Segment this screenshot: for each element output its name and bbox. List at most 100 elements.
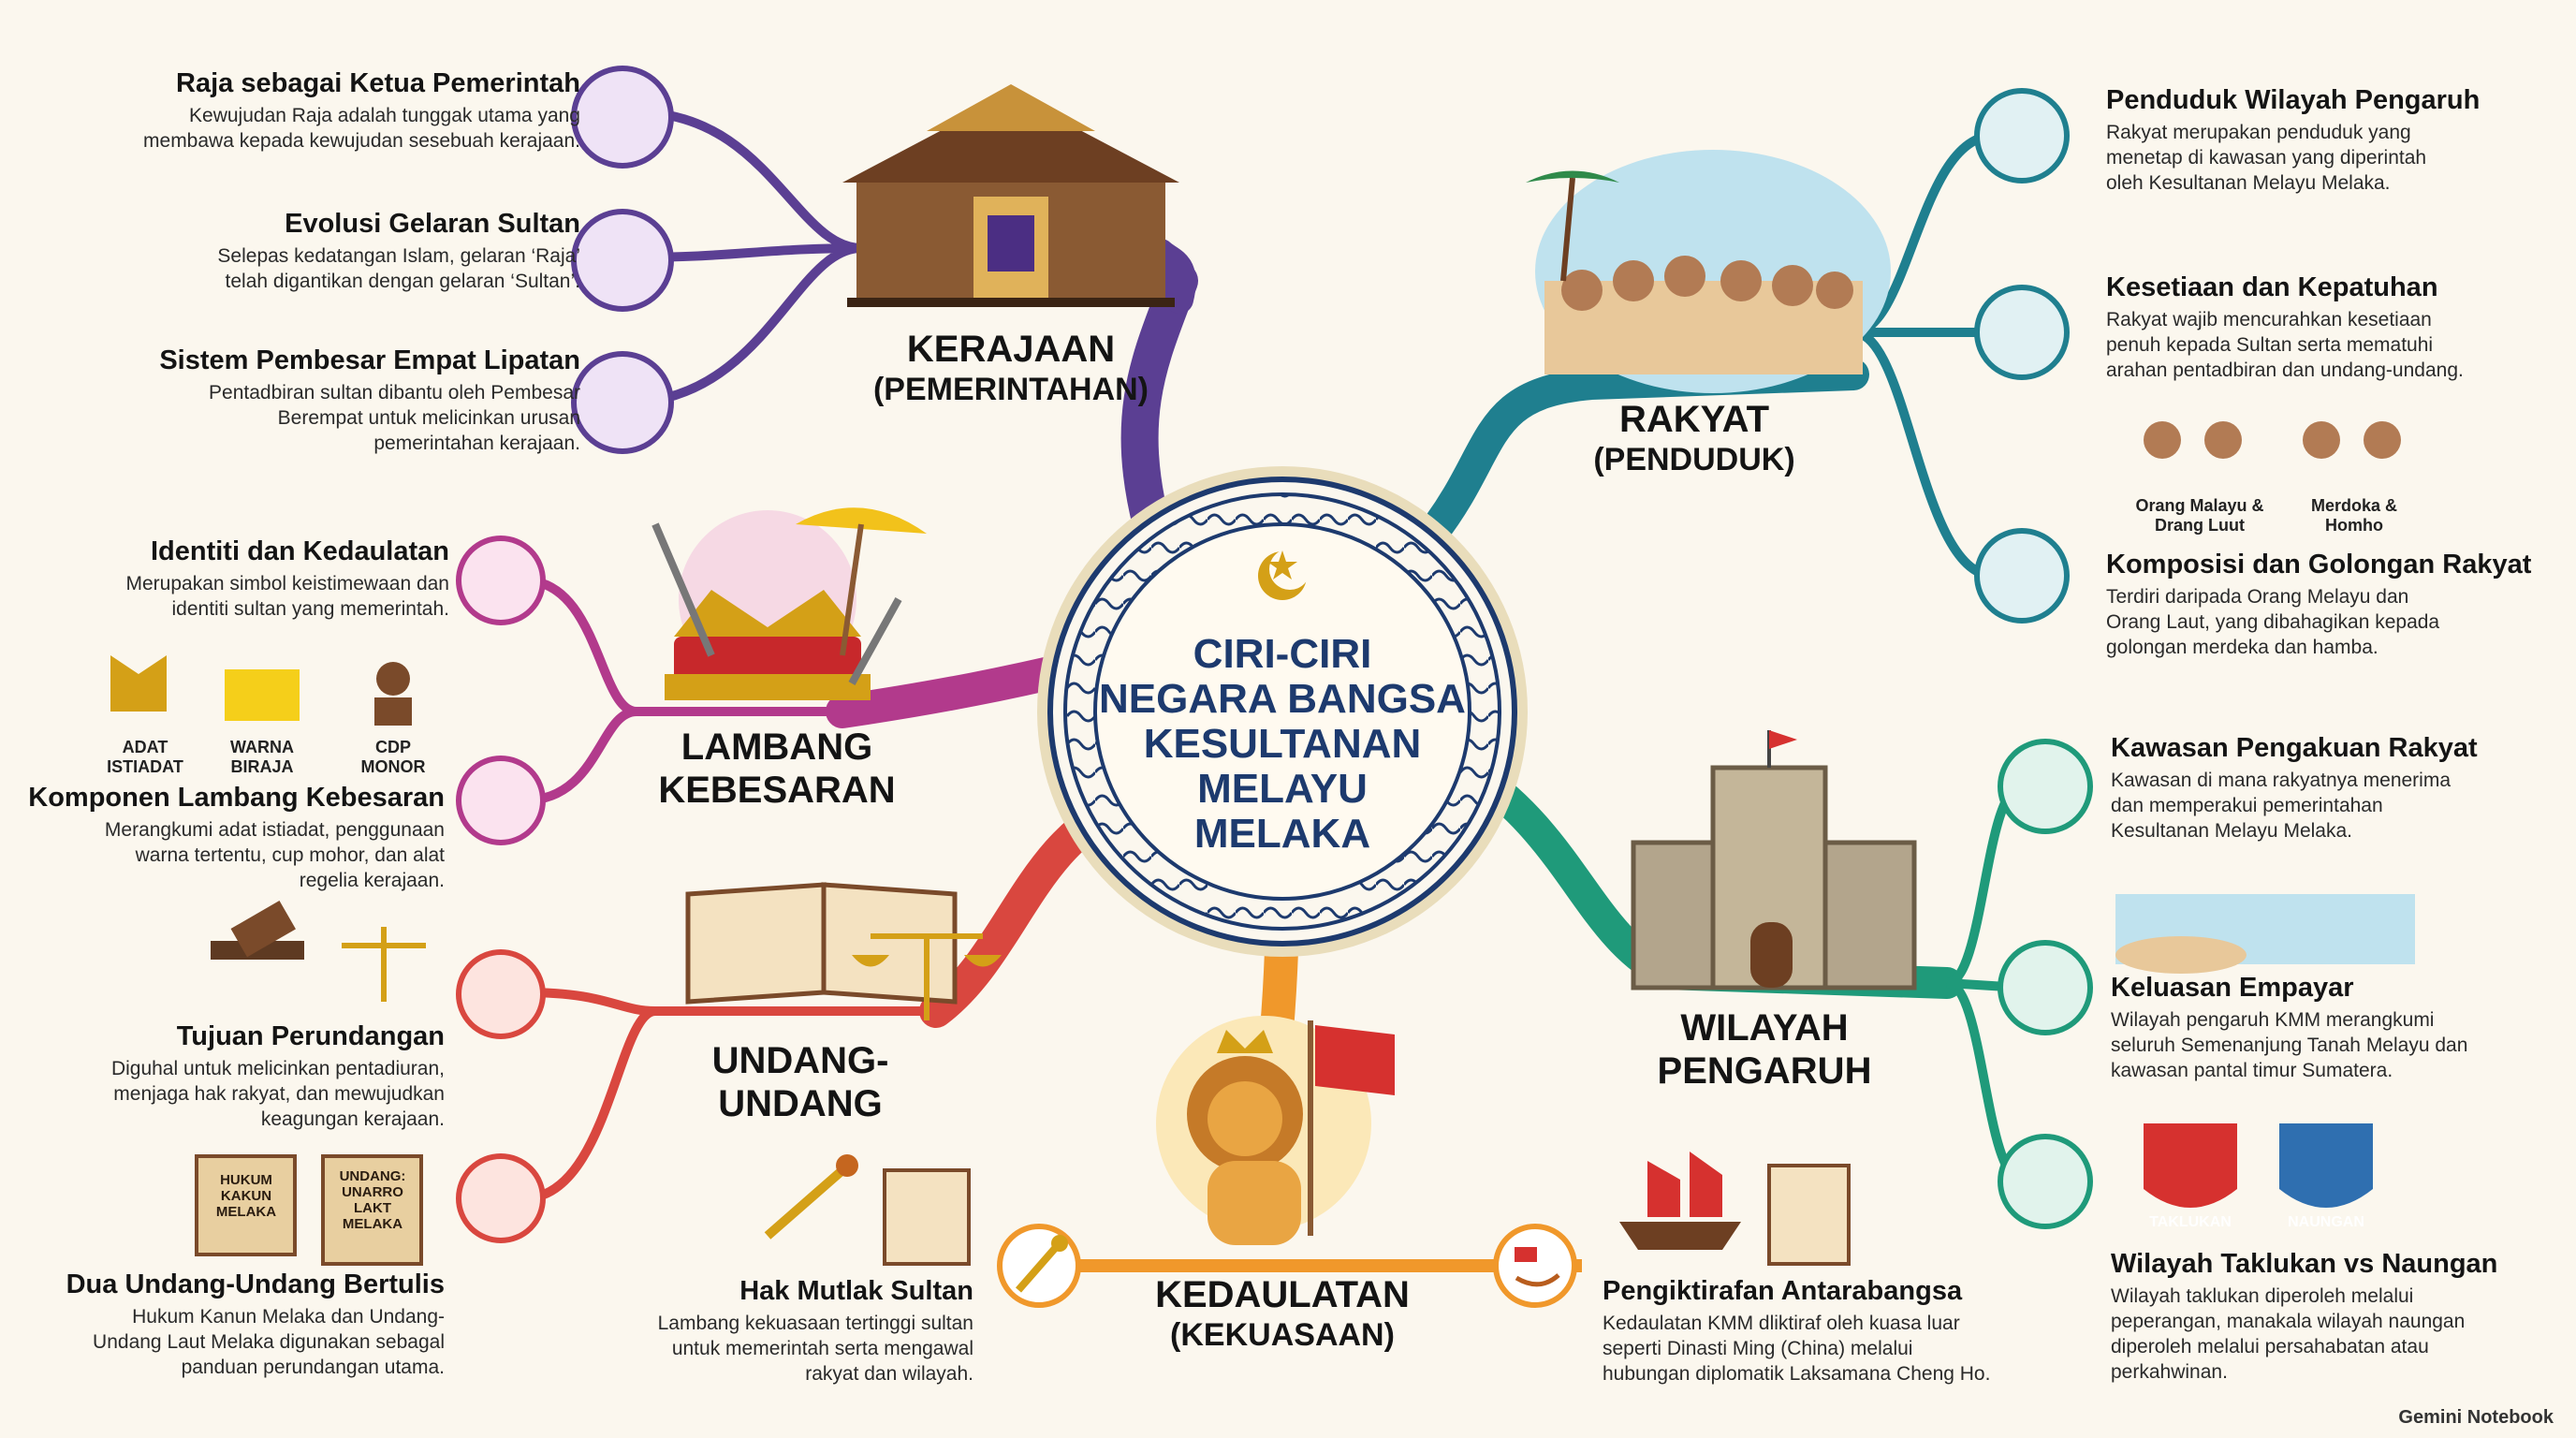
small-line: MONOR [360, 757, 426, 776]
desc-line: kawasan pantal timur Sumatera. [2111, 1060, 2393, 1081]
desc-line: Merupakan simbol keistimewaan dan [125, 573, 449, 594]
wilayah-item: Wilayah Taklukan vs Naungan Wilayah takl… [2111, 1248, 2551, 1385]
small-line: Merdoka & [2310, 496, 2398, 515]
desc-line: Berempat untuk melicinkan urusan [277, 407, 580, 429]
scroll-line: UNDANG: [339, 1168, 406, 1184]
desc-line: Kawasan di mana rakyatnya menerima [2111, 770, 2452, 791]
brand-watermark: Gemini Notebook [2398, 1407, 2554, 1428]
small-line: ADAT [122, 738, 168, 756]
undang-item-title: Dua Undang-Undang Bertulis [66, 1269, 445, 1299]
desc-line: Diguhal untuk melicinkan pentadiuran, [110, 1058, 445, 1079]
scroll-label: UNDANG: UNARRO LAKT MELAKA [326, 1168, 419, 1232]
desc-line: diperoleh melalui persahabatan atau [2111, 1336, 2429, 1357]
kedaulatan-item-title: Hak Mutlak Sultan [739, 1276, 973, 1306]
small-line: Orang Malayu & [2135, 496, 2264, 515]
kerajaan-item-desc: Selepas kedatangan Islam, gelaran ‘Raja’… [56, 243, 580, 294]
taklukan-badge-label: TAKLUKAN [2149, 1214, 2232, 1230]
undang-item: Dua Undang-Undang Bertulis Hukum Kanun M… [19, 1269, 445, 1380]
kedaulatan-item-desc: Lambang kekuasaan tertinggi sultan untuk… [580, 1311, 973, 1387]
desc-line: perkahwinan. [2111, 1361, 2228, 1383]
desc-line: Selepas kedatangan Islam, gelaran ‘Raja’ [217, 245, 580, 267]
desc-line: telah digantikan dengan gelaran ‘Sultan’… [225, 271, 580, 292]
lambang-item: Komponen Lambang Kebesaran Merangkumi ad… [19, 782, 445, 893]
desc-line: dan memperakui pemerintahan [2111, 795, 2383, 816]
rakyat-item-title: Kesetiaan dan Kepatuhan [2106, 272, 2438, 302]
naungan-shield-icon [2279, 1123, 2373, 1208]
desc-line: hubungan diplomatik Laksamana Cheng Ho. [1603, 1363, 1991, 1385]
branch-wilayah: WILAYAH PENGARUH [1643, 1006, 1886, 1093]
branch-wilayah-line2: PENGARUH [1657, 1050, 1872, 1092]
desc-line: warna tertentu, cup mohor, dan alat [135, 844, 445, 866]
lambang-small-label: ADAT ISTIADAT [89, 738, 201, 777]
small-line: WARNA [230, 738, 294, 756]
desc-line: Kedaulatan KMM dliktiraf oleh kuasa luar [1603, 1313, 1960, 1334]
desc-line: Rakyat merupakan penduduk yang [2106, 122, 2411, 143]
scroll-line: KAKUN [220, 1188, 272, 1204]
branch-line-rakyat [1416, 359, 1869, 550]
desc-line: peperangan, manakala wilayah naungan [2111, 1311, 2466, 1332]
scroll-line: UNARRO [342, 1184, 403, 1200]
naungan-badge-label: NAUNGAN [2288, 1214, 2364, 1230]
small-line: Homho [2325, 516, 2383, 535]
center-title-line: CIRI-CIRI [1193, 631, 1372, 677]
wilayah-item: Kawasan Pengakuan Rakyat Kawasan di mana… [2111, 732, 2551, 844]
rakyat-small-label: Merdoka & Homho [2284, 496, 2424, 536]
desc-line: panduan perundangan utama. [181, 1357, 445, 1378]
center-title: CIRI-CIRI NEGARA BANGSA KESULTANAN MELAY… [1086, 632, 1479, 857]
desc-line: keagungan kerajaan. [260, 1108, 445, 1130]
lambang-small-label: CDP MONOR [337, 738, 449, 777]
desc-line: menjaga hak rakyat, dan mewujudkan [113, 1083, 445, 1105]
rakyat-item: Penduduk Wilayah Pengaruh Rakyat merupak… [2106, 84, 2546, 196]
desc-line: Merangkumi adat istiadat, penggunaan [104, 819, 445, 841]
branch-rakyat-line2: (PENDUDUK) [1593, 442, 1795, 477]
lambang-item-desc: Merangkumi adat istiadat, penggunaan war… [19, 817, 445, 893]
palace-illustration [842, 84, 1179, 307]
wilayah-item-title: Kawasan Pengakuan Rakyat [2111, 733, 2478, 763]
desc-line: regelia kerajaan. [299, 870, 445, 891]
rakyat-item: Komposisi dan Golongan Rakyat Terdiri da… [2106, 549, 2565, 660]
kerajaan-item: Sistem Pembesar Empat Lipatan Pentadbira… [56, 345, 580, 456]
lambang-item-desc: Merupakan simbol keistimewaan dan identi… [37, 571, 449, 622]
kerajaan-item-title: Evolusi Gelaran Sultan [285, 209, 580, 239]
center-title-line: NEGARA BANGSA [1099, 676, 1466, 722]
kedaulatan-item: Hak Mutlak Sultan Lambang kekuasaan tert… [580, 1275, 973, 1387]
center-title-line: MELAYU [1197, 766, 1368, 812]
rakyat-item-title: Penduduk Wilayah Pengaruh [2106, 85, 2481, 115]
branch-undang-line1: UNDANG- [711, 1040, 889, 1081]
wilayah-icons [1998, 739, 2093, 1229]
taklukan-shield-icon [2144, 1123, 2237, 1208]
desc-line: Wilayah taklukan diperoleh melalui [2111, 1285, 2414, 1307]
kerajaan-item-desc: Kewujudan Raja adalah tunggak utama yang… [56, 103, 580, 154]
law-book-illustration [685, 882, 1002, 1020]
desc-line: menetap di kawasan yang diperintah [2106, 147, 2427, 169]
desc-line: Kewujudan Raja adalah tunggak utama yang [189, 105, 580, 126]
desc-line: Pentadbiran sultan dibantu oleh Pembesar [209, 382, 580, 404]
branch-kerajaan-line2: (PEMERINTAHAN) [872, 372, 1149, 407]
wilayah-item-desc: Wilayah pengaruh KMM merangkumi seluruh … [2111, 1007, 2560, 1083]
lambang-item-title: Identiti dan Kedaulatan [150, 536, 449, 566]
branch-lambang-line2: KEBESARAN [658, 770, 896, 811]
kerajaan-item: Evolusi Gelaran Sultan Selepas kedatanga… [56, 208, 580, 294]
branch-kedaulatan-line2: (KEKUASAAN) [1170, 1317, 1395, 1353]
kerajaan-item: Raja sebagai Ketua Pemerintah Kewujudan … [56, 67, 580, 154]
lambang-icons [456, 536, 546, 845]
wilayah-item-desc: Wilayah taklukan diperoleh melalui peper… [2111, 1284, 2551, 1385]
desc-line: membawa kepada kewujudan sesebuah keraja… [143, 130, 580, 152]
desc-line: penuh kepada Sultan serta mematuhi [2106, 334, 2434, 356]
rakyat-small-label: Orang Malayu & Drang Luut [2125, 496, 2275, 536]
kedaulatan-item-title: Pengiktirafan Antarabangsa [1603, 1276, 1963, 1306]
center-medallion [1037, 466, 1528, 957]
small-line: CDP [374, 738, 411, 756]
wilayah-item-desc: Kawasan di mana rakyatnya menerima dan m… [2111, 768, 2551, 844]
scroll-line: LAKT [354, 1200, 391, 1216]
kerajaan-icons [571, 66, 674, 454]
rakyat-item-desc: Rakyat wajib mencurahkan kesetiaan penuh… [2106, 307, 2555, 383]
rakyat-item: Kesetiaan dan Kepatuhan Rakyat wajib men… [2106, 271, 2555, 383]
center-title-line: MELAKA [1193, 811, 1371, 857]
desc-line: seluruh Semenanjung Tanah Melayu dan [2111, 1034, 2468, 1056]
desc-line: Terdiri daripada Orang Melayu dan [2106, 586, 2409, 608]
desc-line: arahan pentadbiran dan undang-undang. [2106, 360, 2464, 381]
wilayah-item-title: Keluasan Empayar [2111, 973, 2354, 1003]
desc-line: Kesultanan Melayu Melaka. [2111, 820, 2352, 842]
branch-lambang: LAMBANG KEBESARAN [646, 726, 908, 812]
